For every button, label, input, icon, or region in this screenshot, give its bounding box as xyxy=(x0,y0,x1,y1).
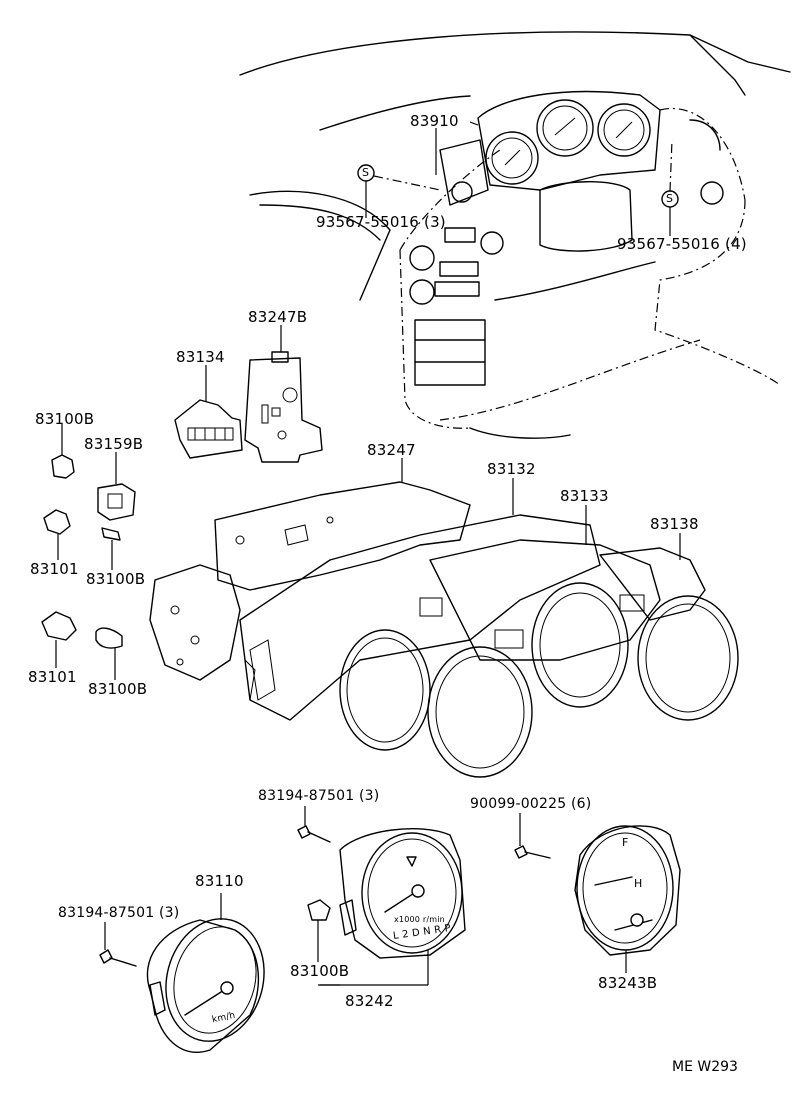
callout-83101-a[interactable]: 83101 xyxy=(30,560,79,578)
screw-callouts xyxy=(357,121,679,236)
tachometer-83242 xyxy=(320,827,466,986)
callout-83247B[interactable]: 83247B xyxy=(248,308,308,326)
circuit-plate-83247 xyxy=(149,458,471,681)
callout-90099-00225[interactable]: 90099-00225 (6) xyxy=(470,796,592,812)
callout-83194-87501-a[interactable]: 83194-87501 (3) xyxy=(258,788,380,804)
callout-83247[interactable]: 83247 xyxy=(367,441,416,459)
tacho-scale-label: x1000 r/min xyxy=(394,915,445,924)
screw-symbol-left: S xyxy=(362,166,370,179)
callout-83100B-a[interactable]: 83100B xyxy=(35,410,95,428)
callout-83138[interactable]: 83138 xyxy=(650,515,699,533)
callout-83242[interactable]: 83242 xyxy=(345,992,394,1010)
callout-83159B[interactable]: 83159B xyxy=(84,435,144,453)
callout-83101-b[interactable]: 83101 xyxy=(28,668,77,686)
meter-housings xyxy=(239,478,739,778)
callout-83243B[interactable]: 83243B xyxy=(598,974,658,992)
callout-93567-55016-3[interactable]: 93567-55016 (3) xyxy=(316,213,446,231)
footer-drawing-code: ME W293 xyxy=(672,1059,738,1075)
callout-83110[interactable]: 83110 xyxy=(195,872,244,890)
callout-83134[interactable]: 83134 xyxy=(176,348,225,366)
installed-cluster xyxy=(439,90,661,206)
screws xyxy=(99,806,551,986)
callout-83133[interactable]: 83133 xyxy=(560,487,609,505)
fuel-full-label: F xyxy=(622,836,629,849)
bracket-83134 xyxy=(174,365,243,459)
temp-hot-label: H xyxy=(634,877,643,890)
small-parts-left xyxy=(41,424,136,680)
bracket-83247B xyxy=(244,325,323,463)
callout-83132[interactable]: 83132 xyxy=(487,460,536,478)
callout-83100B-b[interactable]: 83100B xyxy=(86,570,146,588)
callout-83100B-c[interactable]: 83100B xyxy=(88,680,148,698)
callout-83910[interactable]: 83910 xyxy=(410,112,459,130)
speedometer-83110 xyxy=(146,893,265,1053)
callout-83100B-d[interactable]: 83100B xyxy=(290,962,350,980)
callout-93567-55016-4[interactable]: 93567-55016 (4) xyxy=(617,235,747,253)
fuel-temp-gauge-83243B xyxy=(574,825,681,973)
screw-symbol-right: S xyxy=(666,192,674,205)
callout-83194-87501-b[interactable]: 83194-87501 (3) xyxy=(58,905,180,921)
